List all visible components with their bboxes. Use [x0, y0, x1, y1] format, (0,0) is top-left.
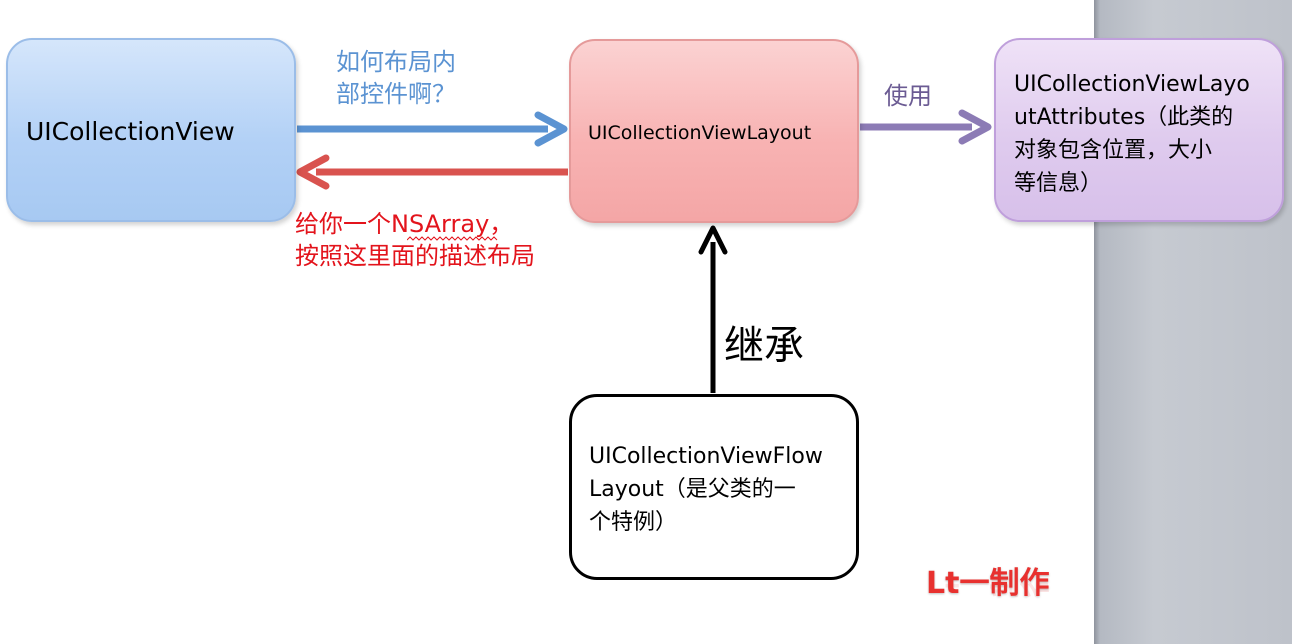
- collection-view-node: [6, 38, 296, 222]
- use-arrow: [860, 109, 992, 145]
- ask-arrow: [297, 111, 568, 147]
- author-watermark: Lt一制作: [926, 566, 1050, 601]
- collection-view-label: UICollectionView: [26, 117, 235, 146]
- reply-arrow: [296, 154, 568, 190]
- flow-layout-label: UICollectionViewFlow Layout（是父类的一 个特例）: [589, 444, 823, 535]
- author-watermark-reflection: Lt一制作: [926, 578, 1050, 598]
- spellcheck-squiggle: [407, 236, 498, 241]
- use-edge-label: 使用: [884, 82, 932, 110]
- flow-layout-node: [569, 394, 859, 580]
- layout-node: [569, 39, 859, 223]
- layout-label: UICollectionViewLayout: [588, 122, 812, 144]
- layout-attributes-label: UICollectionViewLayo utAttributes（此类的 对象…: [1014, 72, 1250, 196]
- ask-edge-label: 如何布局内 部控件啊？: [336, 48, 456, 108]
- inherit-arrow: [698, 225, 728, 393]
- reply-edge-label: 给你一个NSArray， 按照这里面的描述布局: [295, 210, 535, 270]
- layout-attributes-node: [994, 38, 1284, 222]
- inherit-edge-label: 继承: [724, 323, 804, 369]
